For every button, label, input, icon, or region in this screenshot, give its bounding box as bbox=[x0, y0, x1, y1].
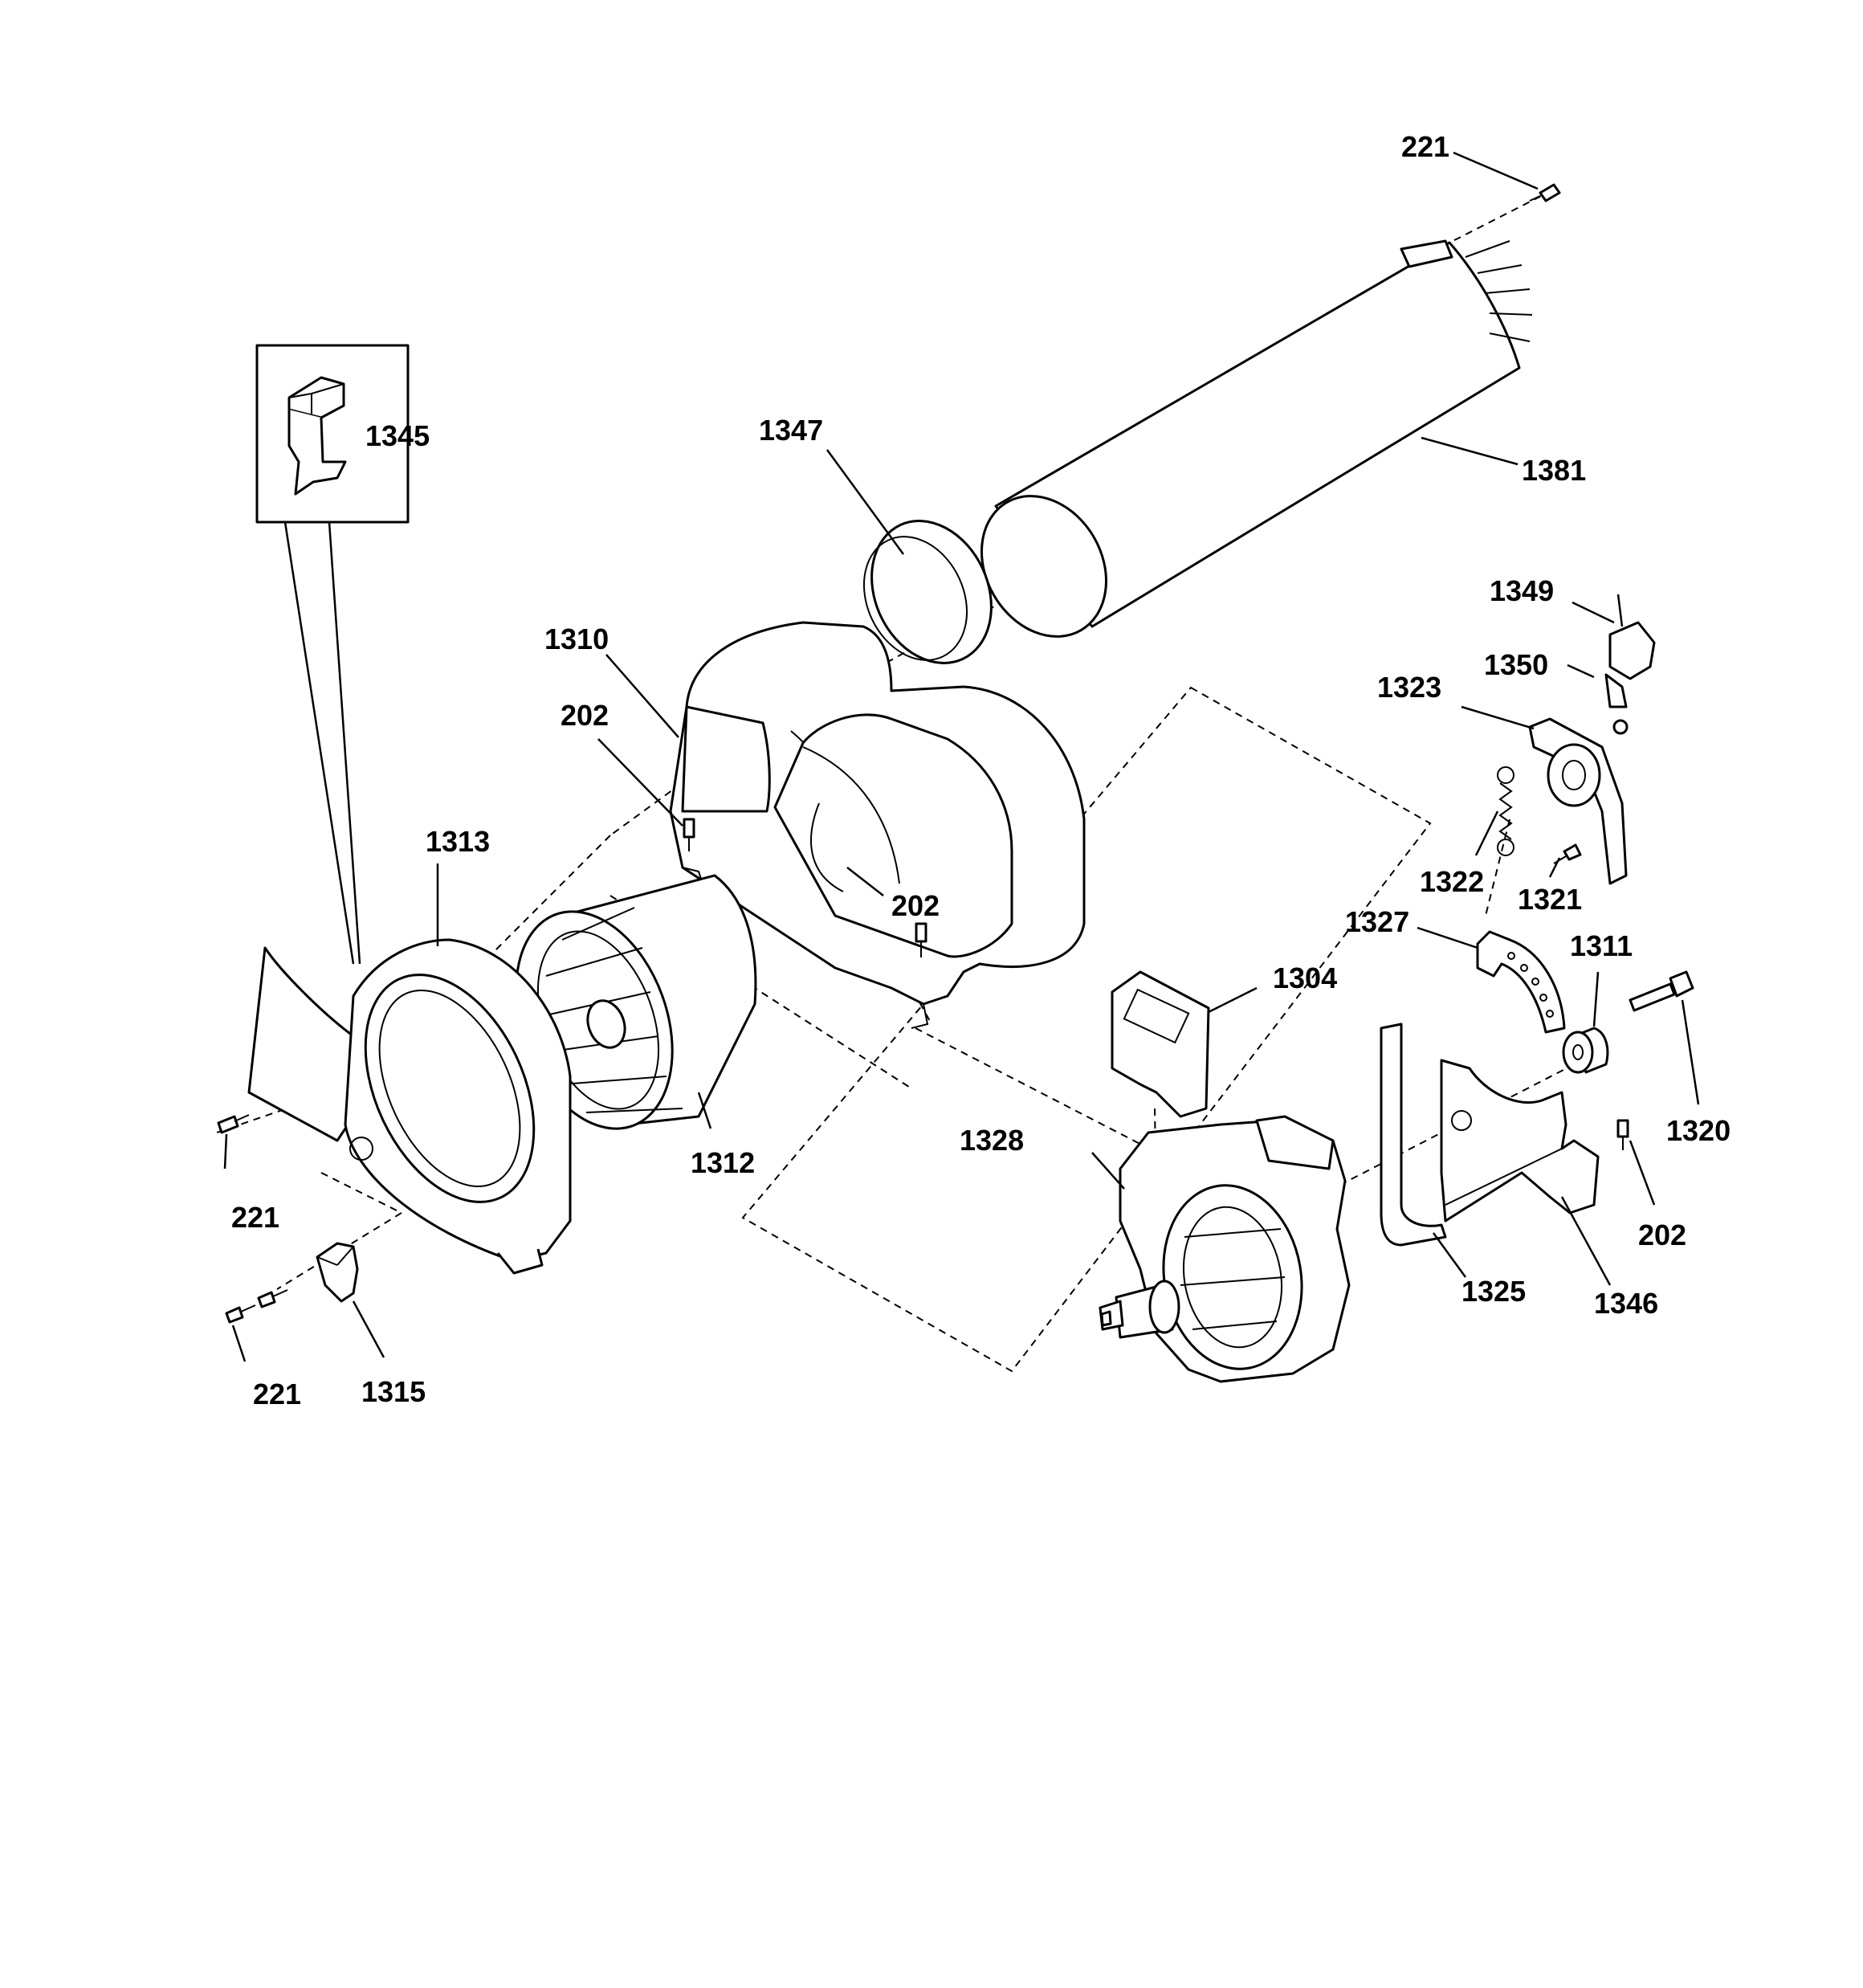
motor-switch bbox=[316, 1242, 359, 1303]
switch-screw-a bbox=[225, 1304, 256, 1324]
idler-pulley bbox=[1528, 717, 1628, 885]
housing-screw-mid bbox=[915, 922, 927, 957]
callout-leaders bbox=[223, 151, 1700, 1362]
belt-clip bbox=[1476, 930, 1566, 1034]
switch-screw-b bbox=[257, 1289, 288, 1308]
label-1311: 1311 bbox=[1570, 929, 1633, 962]
bracket-screw bbox=[1616, 1119, 1629, 1150]
blower-housing bbox=[669, 621, 1086, 1029]
inset-box-1345 bbox=[255, 344, 410, 965]
label-1346: 1346 bbox=[1594, 1287, 1658, 1320]
label-1312: 1312 bbox=[691, 1146, 755, 1179]
label-1323: 1323 bbox=[1377, 671, 1441, 704]
motor-mount-pad bbox=[1111, 970, 1210, 1118]
motor-strap bbox=[1380, 1023, 1447, 1247]
label-1381: 1381 bbox=[1522, 454, 1586, 487]
label-1325: 1325 bbox=[1461, 1275, 1526, 1308]
duct-flange-tab bbox=[1400, 239, 1453, 268]
blower-housing-clip bbox=[287, 376, 347, 496]
label-1347: 1347 bbox=[759, 414, 823, 447]
blower-cover bbox=[247, 938, 572, 1275]
motor-mount-bracket bbox=[1440, 1059, 1600, 1223]
duct-seal-ring bbox=[862, 520, 993, 664]
label-1350: 1350 bbox=[1484, 648, 1548, 681]
label-1304: 1304 bbox=[1273, 961, 1337, 994]
centrifugal-switch bbox=[1604, 594, 1656, 735]
idler-spring bbox=[1497, 766, 1514, 856]
label-1349: 1349 bbox=[1490, 574, 1554, 607]
drive-motor bbox=[1099, 1115, 1351, 1383]
housing-screw-left bbox=[683, 818, 695, 851]
label-202-left: 202 bbox=[561, 699, 609, 732]
idler-bolt bbox=[1629, 970, 1694, 1012]
label-1313: 1313 bbox=[426, 825, 490, 858]
label-1322: 1322 bbox=[1420, 865, 1484, 898]
idler-wheel bbox=[1562, 1027, 1609, 1074]
cover-screw-left bbox=[217, 1114, 250, 1134]
idler-screw bbox=[1553, 843, 1582, 864]
exhaust-duct bbox=[980, 239, 1533, 638]
label-1321: 1321 bbox=[1518, 883, 1582, 916]
label-1327: 1327 bbox=[1345, 905, 1409, 938]
label-1345: 1345 bbox=[365, 419, 430, 452]
label-1328: 1328 bbox=[960, 1124, 1024, 1157]
label-221-bottom: 221 bbox=[253, 1378, 301, 1410]
label-221-top: 221 bbox=[1401, 130, 1449, 163]
label-1320: 1320 bbox=[1666, 1114, 1731, 1147]
label-202-right: 202 bbox=[1638, 1219, 1686, 1251]
label-202-mid: 202 bbox=[891, 889, 940, 922]
label-1310: 1310 bbox=[544, 623, 609, 655]
duct-screw bbox=[1529, 183, 1561, 202]
label-221-left: 221 bbox=[231, 1201, 279, 1234]
callout-labels: 221 1381 1347 1345 1310 202 1313 202 131… bbox=[231, 130, 1731, 1410]
label-1315: 1315 bbox=[361, 1375, 426, 1408]
